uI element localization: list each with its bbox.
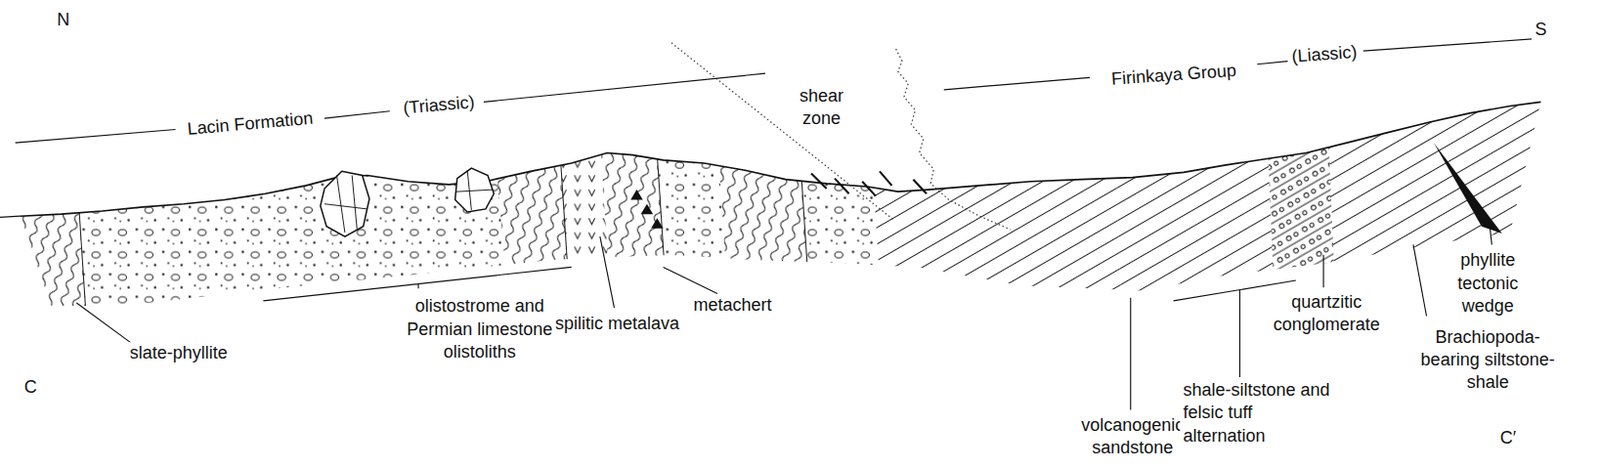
compass-letter: N [53,8,73,32]
unit-label: phyllite tectonic wedge [1436,249,1540,318]
age-label: (Liassic) [1288,41,1361,69]
unit-label: quartzitic conglomerate [1262,290,1391,337]
formation-name: Firinkaya Group [1107,59,1240,92]
unit-label: olistostrome and Permian limestone olist… [379,295,579,364]
unit-label: Brachiopoda-bearing siltstone-shale [1413,325,1562,394]
compass-letter: S [1531,19,1550,43]
age-label: (Triassic) [398,89,478,120]
section-end: C [21,376,41,399]
unit-label: spilitic metalava [552,312,683,336]
formation-name: Lacin Formation [182,107,317,142]
unit-label: slate-phyllite [127,343,231,366]
unit-label: metachert [691,294,776,317]
section-end: C′ [1497,427,1519,450]
zone-label: shear zone [786,84,857,130]
unit-label: shale-siltstone and felsic tuff alternat… [1180,379,1335,448]
